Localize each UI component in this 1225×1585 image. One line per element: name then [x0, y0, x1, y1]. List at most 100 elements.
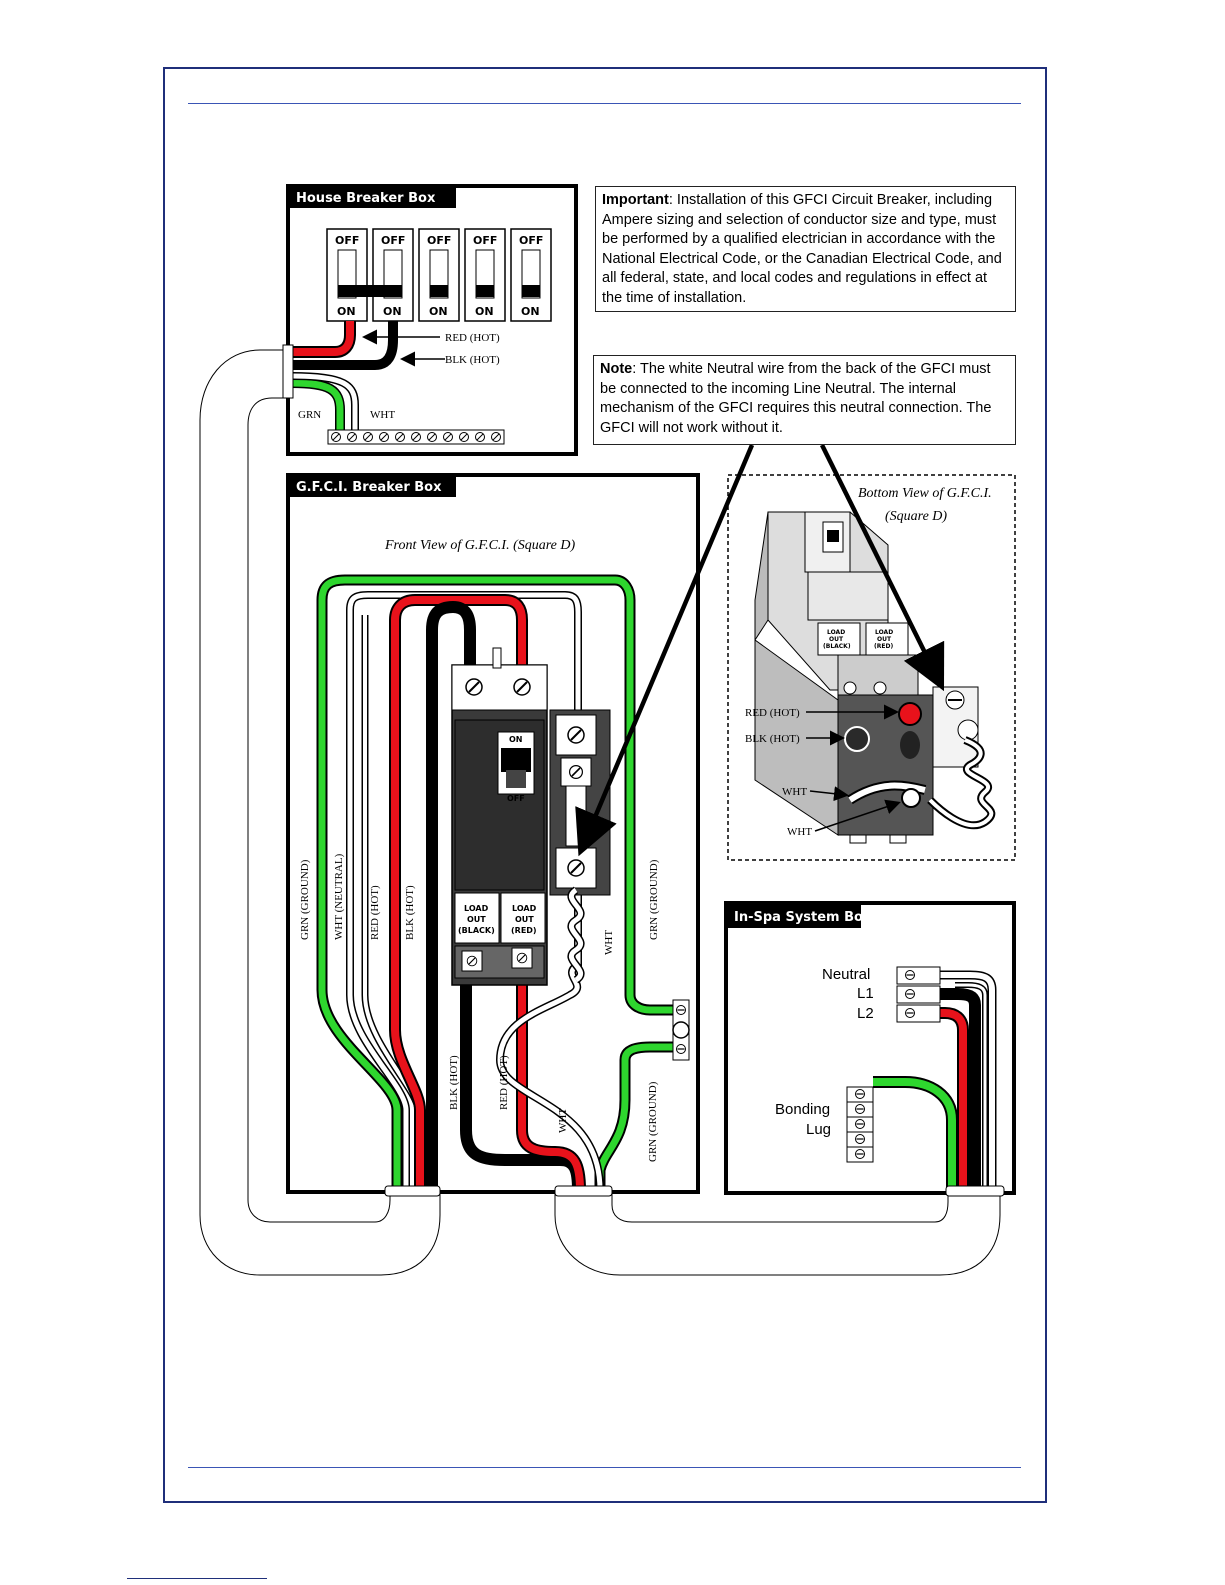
gfci-conduit-fitting-left	[384, 1185, 441, 1197]
conduit-house-to-gfci	[199, 349, 441, 1276]
in-spa-system-box: In-Spa System Box Neutral L1 L2	[724, 901, 1016, 1197]
bv-load-black-1: LOAD	[827, 629, 845, 636]
label-grn-ground-lower: GRN (GROUND)	[647, 1081, 659, 1162]
house-breaker-box: House Breaker Box OFF ON OFF ON OFF ON O…	[282, 184, 578, 456]
green-wire-house	[291, 379, 344, 432]
front-view-title: Front View of G.F.C.I. (Square D)	[384, 538, 575, 553]
spa-green-bonding-wire	[873, 1078, 956, 1190]
breaker-3-off: OFF	[427, 234, 451, 247]
breaker-4-on: ON	[475, 305, 494, 318]
important-heading: Important	[602, 192, 669, 208]
breaker-4-off: OFF	[473, 234, 497, 247]
note-arrow-to-bottom-neutral	[819, 444, 945, 692]
label-grn-ground-left: GRN (GROUND)	[299, 859, 311, 940]
spa-bonding-label: Bonding	[775, 1101, 830, 1118]
red-hot-wire	[391, 596, 526, 1190]
spa-conduit-fitting	[945, 1185, 1005, 1197]
important-text: : Installation of this GFCI Circuit Brea…	[602, 192, 1002, 306]
spa-red-wire	[940, 1009, 967, 1190]
header-rule	[188, 103, 1021, 104]
breaker-5-off: OFF	[519, 234, 543, 247]
breaker-2-off: OFF	[381, 234, 405, 247]
spa-terminal-block	[896, 966, 941, 1023]
bv-load-black-3: (BLACK)	[823, 643, 851, 650]
house-grn-label: GRN	[298, 409, 321, 421]
green-ground-wire	[318, 576, 676, 1190]
label-wht-neutral: WHT (NEUTRAL)	[333, 853, 345, 940]
label-red-hot: RED (HOT)	[369, 885, 381, 940]
house-red-label: RED (HOT)	[445, 332, 500, 344]
bv-load-red-1: LOAD	[875, 629, 893, 636]
bonding-lug-block	[846, 1086, 874, 1163]
conduit-gfci-to-spa	[554, 1192, 1001, 1276]
bottom-view-title-2: (Square D)	[885, 509, 947, 524]
load-black-line2: OUT	[467, 915, 486, 924]
bv-black-terminal	[844, 726, 870, 752]
load-red-line1: LOAD	[512, 904, 537, 913]
bottom-view-panel: Bottom View of G.F.C.I. (Square D) LOAD …	[727, 474, 1016, 861]
breaker-1-on: ON	[337, 305, 356, 318]
neutral-note-text: : The white Neutral wire from the back o…	[600, 361, 992, 436]
bv-load-red-2: OUT	[877, 636, 892, 643]
gfci-breaker-box: G.F.C.I. Breaker Box Front View of G.F.C…	[286, 473, 700, 1197]
black-wire-house	[292, 321, 398, 370]
breaker-1[interactable]: OFF ON	[326, 228, 368, 322]
spa-l1-label: L1	[857, 985, 874, 1002]
gfci-box-title: G.F.C.I. Breaker Box	[296, 480, 442, 495]
bv-load-black-2: OUT	[829, 636, 844, 643]
red-hot-wire-lower	[518, 985, 584, 1191]
important-note-box: Important: Installation of this GFCI Cir…	[595, 186, 1016, 312]
bv-load-red-3: (RED)	[874, 643, 893, 650]
load-red-line3: (RED)	[511, 926, 537, 935]
label-grn-ground-right: GRN (GROUND)	[648, 859, 660, 940]
label-wht-lower: WHT	[557, 1108, 569, 1133]
house-wht-label: WHT	[370, 409, 395, 421]
spa-white-wire	[940, 972, 995, 1190]
house-box-title: House Breaker Box	[296, 191, 436, 206]
label-blk-hot: BLK (HOT)	[404, 885, 416, 940]
breaker-3-on: ON	[429, 305, 448, 318]
spa-l2-label: L2	[857, 1005, 874, 1022]
breaker-3[interactable]: OFF ON	[418, 228, 460, 322]
bv-wht-label-1: WHT	[782, 786, 807, 798]
page-frame	[163, 67, 1047, 1503]
breaker-4[interactable]: OFF ON	[464, 228, 506, 322]
black-hot-wire	[426, 600, 476, 1190]
gfci-switch-on: ON	[509, 735, 523, 744]
bv-blk-label: BLK (HOT)	[745, 733, 800, 745]
bv-red-label: RED (HOT)	[745, 707, 800, 719]
spa-black-wire	[940, 988, 981, 1190]
load-black-line1: LOAD	[464, 904, 489, 913]
label-red-hot-lower: RED (HOT)	[498, 1055, 510, 1110]
load-black-line3: (BLACK)	[458, 926, 495, 935]
gfci-switch-off: OFF	[507, 794, 525, 803]
bv-red-terminal	[898, 702, 922, 726]
spa-box-title: In-Spa System Box	[734, 910, 872, 925]
footer-underline	[127, 1578, 267, 1579]
house-conduit-fitting	[282, 344, 294, 399]
white-pigtail-wire	[497, 895, 603, 1191]
breaker-2[interactable]: OFF ON	[372, 228, 414, 322]
white-neutral-wire	[347, 592, 581, 1190]
spa-lug-label: Lug	[806, 1121, 831, 1138]
gfci-conduit-fitting-right	[554, 1185, 613, 1197]
footer-rule	[188, 1467, 1021, 1468]
breaker-1-off: OFF	[335, 234, 359, 247]
note-arrow-to-front-neutral	[575, 444, 755, 857]
house-blk-label: BLK (HOT)	[445, 354, 500, 366]
neutral-note-heading: Note	[600, 361, 633, 377]
double-pole-handle	[338, 285, 402, 297]
neutral-note-box: Note: The white Neutral wire from the ba…	[593, 355, 1016, 445]
breaker-2-on: ON	[383, 305, 402, 318]
breaker-5-on: ON	[521, 305, 540, 318]
bv-wht-label-2: WHT	[787, 826, 812, 838]
label-wht-pigtail: WHT	[603, 930, 615, 955]
breaker-5[interactable]: OFF ON	[510, 228, 552, 322]
spa-neutral-label: Neutral	[822, 966, 870, 983]
red-wire-house	[292, 321, 354, 356]
white-wire-house	[291, 373, 358, 432]
label-blk-hot-lower: BLK (HOT)	[448, 1055, 460, 1110]
load-red-line2: OUT	[515, 915, 534, 924]
green-ground-wire-lower	[596, 1043, 676, 1190]
